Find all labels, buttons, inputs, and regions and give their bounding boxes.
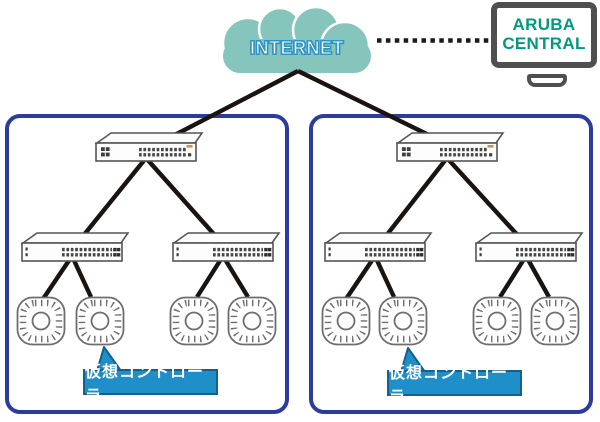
switch-icon xyxy=(171,230,283,263)
virtual-controller-label: 仮想コントローラ xyxy=(85,364,205,405)
access-point-icon xyxy=(530,296,580,346)
access-point-icon xyxy=(321,296,371,346)
monitor-icon: ARUBA CENTRAL xyxy=(491,2,597,68)
cloud-icon xyxy=(221,5,371,73)
access-point-icon xyxy=(75,296,125,346)
switch-icon xyxy=(323,230,435,263)
aruba-central-label-line1: ARUBA xyxy=(512,15,576,35)
access-point-icon xyxy=(378,296,428,346)
virtual-controller-callout: 仮想コントローラ xyxy=(83,364,218,405)
switch-icon xyxy=(94,130,206,163)
internet-label: INTERNET xyxy=(249,37,344,58)
access-point-icon xyxy=(169,296,219,346)
virtual-controller-callout: 仮想コントローラ xyxy=(387,365,522,406)
site-1-boundary xyxy=(5,114,289,414)
access-point-icon xyxy=(227,296,277,346)
dotted-link xyxy=(377,38,491,43)
site-2-boundary xyxy=(309,114,593,414)
virtual-controller-label: 仮想コントローラ xyxy=(389,365,509,406)
switch-icon xyxy=(395,130,507,163)
switch-icon xyxy=(20,230,132,263)
aruba-central-label-line2: CENTRAL xyxy=(502,34,586,53)
monitor-stand xyxy=(527,74,567,87)
switch-icon xyxy=(474,230,586,263)
access-point-icon xyxy=(472,296,522,346)
access-point-icon xyxy=(16,296,66,346)
